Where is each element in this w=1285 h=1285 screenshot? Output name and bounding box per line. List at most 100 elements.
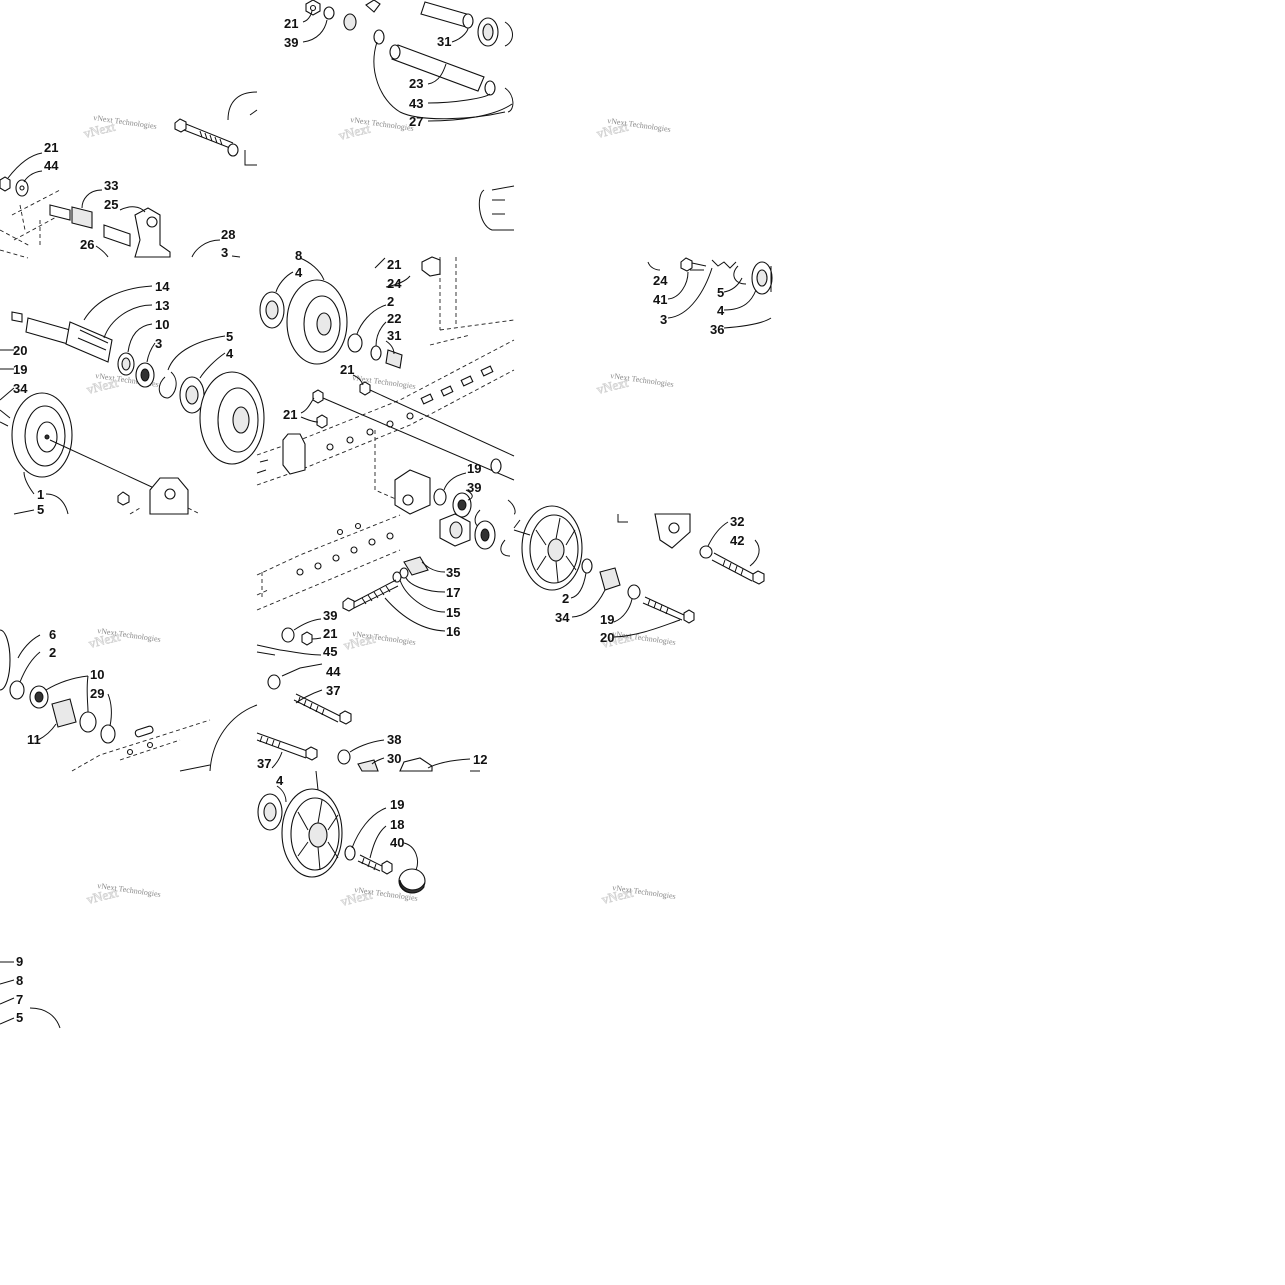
- callout-28: 28: [221, 227, 235, 242]
- callout-2: 2: [562, 591, 569, 606]
- callout-18: 18: [390, 817, 404, 832]
- callout-30: 30: [387, 751, 401, 766]
- callout-38: 38: [387, 732, 401, 747]
- callout-21: 21: [44, 140, 58, 155]
- bolt-part: [680, 257, 707, 272]
- callout-21: 21: [284, 16, 298, 31]
- bolt-part: [365, 0, 381, 13]
- pivot-block-part: [394, 469, 431, 515]
- washer-part: [323, 6, 335, 20]
- washer-part: [392, 571, 402, 583]
- callout-3: 3: [660, 312, 667, 327]
- callout-19: 19: [390, 797, 404, 812]
- callout-29: 29: [90, 686, 104, 701]
- callout-39: 39: [323, 608, 337, 623]
- spacer-tube-part: [51, 698, 77, 728]
- callout-23: 23: [409, 76, 423, 91]
- callout-7: 7: [16, 992, 23, 1007]
- callout-5: 5: [16, 1010, 23, 1025]
- callout-4: 4: [295, 265, 303, 280]
- washer-part: [581, 558, 593, 574]
- washer-part: [267, 674, 281, 690]
- callout-40: 40: [390, 835, 404, 850]
- bearing-part: [79, 711, 97, 733]
- bolt-part: [711, 552, 765, 585]
- washer-part: [281, 627, 295, 643]
- tile-bottom-center: 4 19 18 40: [257, 770, 426, 894]
- callout-4: 4: [226, 346, 234, 361]
- tile-center-lower: 19 39 35 17 15 16 39 21 45: [256, 461, 511, 659]
- callout-6: 6: [49, 627, 56, 642]
- watermark-stamp: vNext vNext Technologies: [595, 116, 672, 141]
- bolt-part: [642, 596, 695, 624]
- callout-15: 15: [446, 605, 460, 620]
- callout-13: 13: [155, 298, 169, 313]
- bolt-part: [357, 854, 393, 875]
- callout-32: 32: [730, 514, 744, 529]
- washer-part: [347, 333, 363, 353]
- tile-bottom-left: 9 8 7 5: [0, 954, 61, 1029]
- hex-nut-part: [312, 389, 324, 404]
- retaining-ring-part: [733, 265, 747, 285]
- callout-33: 33: [104, 178, 118, 193]
- callout-24: 24: [653, 273, 668, 288]
- bolt-part: [256, 732, 318, 761]
- tile-upper-left: 21 44 33 25 26 28 3: [0, 91, 258, 260]
- washer-part: [227, 143, 239, 157]
- callout-37: 37: [257, 756, 271, 771]
- hex-nut-part: [316, 414, 328, 429]
- callout-44: 44: [326, 664, 341, 679]
- callout-21: 21: [387, 257, 401, 272]
- spoked-wheel-part: [521, 505, 583, 591]
- callout-4: 4: [717, 303, 725, 318]
- mount-bracket-part: [282, 433, 306, 475]
- callout-42: 42: [730, 533, 744, 548]
- callout-39: 39: [467, 480, 481, 495]
- spacer-part: [385, 349, 403, 369]
- bolt-part: [293, 693, 352, 725]
- callout-3: 3: [221, 245, 228, 260]
- callout-19: 19: [467, 461, 481, 476]
- watermark-stamp: vNext vNext Technologies: [342, 629, 417, 653]
- callout-12: 12: [473, 752, 487, 767]
- washer-part: [699, 545, 713, 559]
- washer-part: [370, 345, 382, 361]
- callout-43: 43: [409, 96, 423, 111]
- watermark-stamp: vNext vNext Technologies: [85, 881, 162, 907]
- callout-45: 45: [323, 644, 337, 659]
- hex-nut-part: [359, 381, 371, 396]
- callout-21: 21: [340, 362, 354, 377]
- tile-middle-right-upper: 24 41 3 5 4 36: [647, 257, 773, 337]
- callout-36: 36: [710, 322, 724, 337]
- washer-part: [433, 488, 447, 506]
- tile-middle-left: 14 13 10 3 5 4 20 19 34 1 5: [0, 279, 265, 517]
- callout-11: 11: [27, 732, 41, 747]
- callout-44: 44: [44, 158, 59, 173]
- callout-37: 37: [326, 683, 340, 698]
- callout-5: 5: [37, 502, 44, 517]
- spacer-tube-part: [391, 44, 485, 92]
- tile-center-bottom: 44 37 37 38 30 12: [256, 663, 487, 772]
- callout-9: 9: [16, 954, 23, 969]
- spacer-tube-part: [71, 206, 93, 229]
- callout-17: 17: [446, 585, 460, 600]
- callout-10: 10: [90, 667, 104, 682]
- hex-nut-part: [117, 491, 130, 506]
- callout-5: 5: [226, 329, 233, 344]
- mount-bracket-part: [399, 757, 433, 772]
- retaining-ring-part: [504, 21, 513, 47]
- callout-8: 8: [16, 973, 23, 988]
- spoked-wheel-part: [281, 788, 343, 878]
- callout-39: 39: [284, 35, 298, 50]
- callout-2: 2: [387, 294, 394, 309]
- callout-24: 24: [387, 276, 402, 291]
- callout-16: 16: [446, 624, 460, 639]
- suspension-rail: [256, 257, 515, 486]
- tile-lower-right: 32 42 2 34 19 20: [513, 505, 765, 645]
- bolt-part: [174, 118, 234, 149]
- pivot-bracket-part: [134, 207, 171, 258]
- watermark-stamp: vNext vNext Technologies: [82, 113, 158, 141]
- callout-1: 1: [37, 487, 44, 502]
- callout-35: 35: [446, 565, 460, 580]
